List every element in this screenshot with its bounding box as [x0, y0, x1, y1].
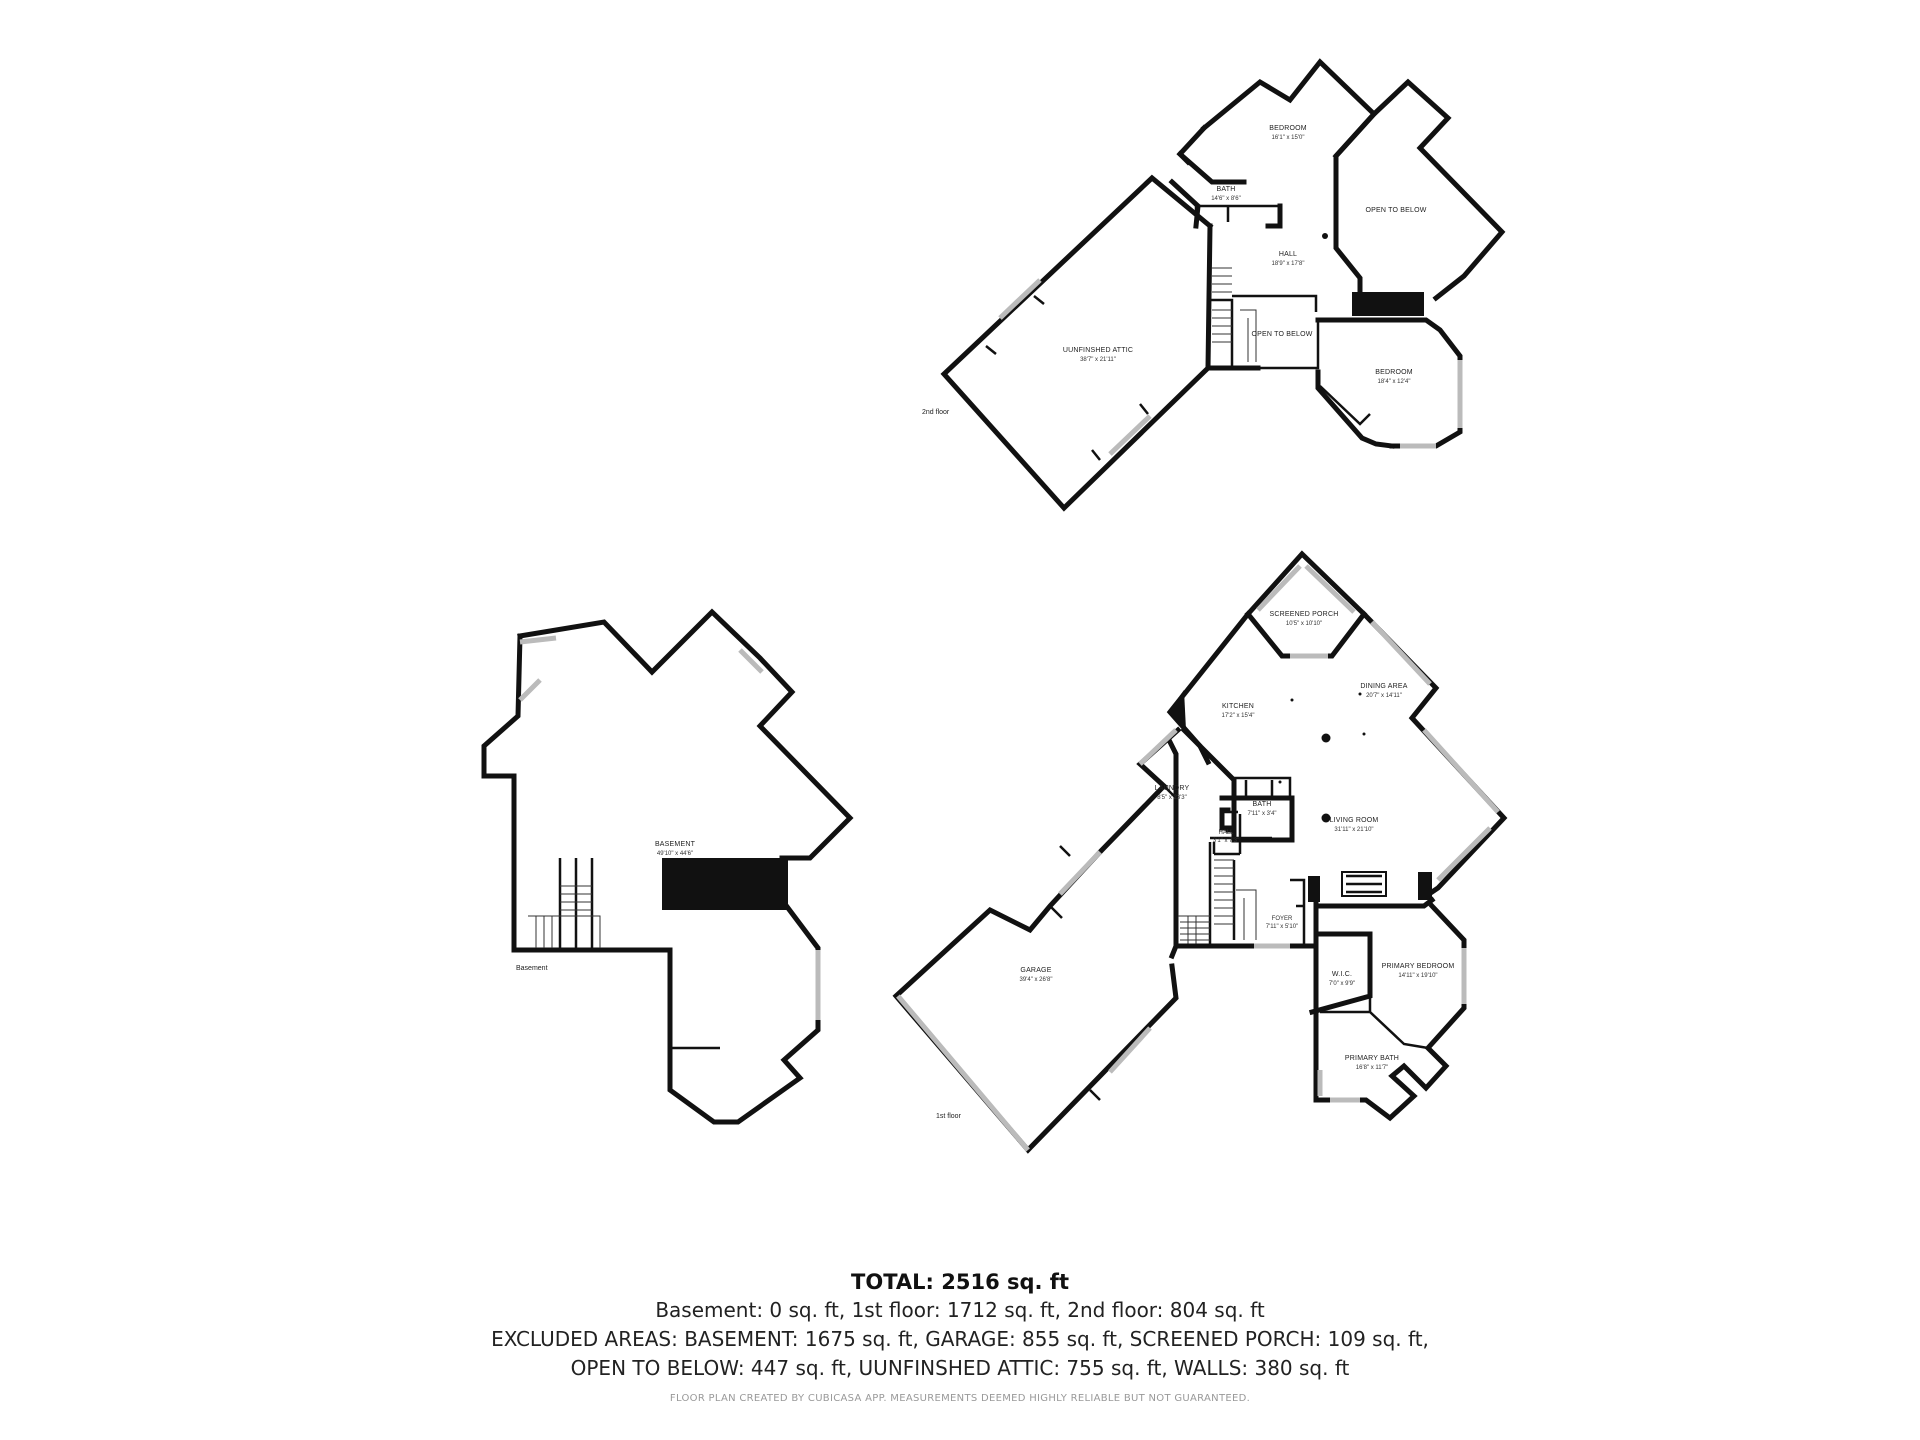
room-bedroom-upper-name: BEDROOM — [1269, 125, 1307, 132]
room-kitchen-dim: 17'2" x 15'4" — [1222, 713, 1255, 719]
room-wic-name: W.I.C. — [1332, 971, 1352, 978]
floor-areas-line: Basement: 0 sq. ft, 1st floor: 1712 sq. … — [655, 1298, 1265, 1322]
room-hall-small-name: HALL — [1218, 830, 1234, 836]
room-living-dim: 31'11" x 21'10" — [1334, 827, 1373, 833]
room-bedroom-upper-dim: 16'1" x 15'0" — [1272, 135, 1305, 141]
room-foyer-name: FOYER — [1272, 916, 1293, 922]
room-bath-main-name: BATH — [1253, 801, 1272, 808]
room-dining-name: DINING AREA — [1360, 683, 1407, 690]
room-primary-bath-name: PRIMARY BATH — [1345, 1055, 1399, 1062]
room-laundry-name: LAUNDRY — [1155, 785, 1190, 792]
room-screened-porch-dim: 10'5" x 10'10" — [1286, 621, 1322, 627]
room-attic-dim: 38'7" x 21'11" — [1080, 357, 1116, 363]
room-foyer-dim: 7'11" x 5'10" — [1266, 924, 1298, 930]
room-wic-dim: 7'0" x 9'9" — [1329, 981, 1355, 987]
room-primary-bath-dim: 16'8" x 11'7" — [1356, 1065, 1388, 1071]
room-hall-small-dim: 3'1" x 7'3" — [1213, 838, 1239, 844]
room-bath-main-dim: 7'11" x 3'4" — [1247, 811, 1276, 817]
room-hall-dim: 18'9" x 17'8" — [1272, 261, 1305, 267]
total-area: TOTAL: 2516 sq. ft — [851, 1270, 1069, 1294]
floor-label-second: 2nd floor — [922, 409, 950, 416]
first-floor-plan: SCREENED PORCH 10'5" x 10'10" DINING ARE… — [892, 550, 1508, 1154]
room-laundry-dim: 8'5" x 23'3" — [1157, 795, 1187, 801]
room-garage-dim: 39'4" x 26'8" — [1020, 977, 1053, 983]
room-kitchen-name: KITCHEN — [1222, 703, 1254, 710]
excluded-areas-line-2: OPEN TO BELOW: 447 sq. ft, UUNFINSHED AT… — [570, 1356, 1350, 1380]
floor-label-first: 1st floor — [936, 1113, 962, 1120]
cubicasa-credit: FLOOR PLAN CREATED BY CUBICASA APP. MEAS… — [669, 1393, 1251, 1404]
excluded-areas-line-1: EXCLUDED AREAS: BASEMENT: 1675 sq. ft, G… — [491, 1327, 1429, 1351]
room-living-name: LIVING ROOM — [1330, 817, 1379, 824]
room-bath-upper-name: BATH — [1217, 186, 1236, 193]
basement-plan: BASEMENT 49'10" x 44'6" Basement — [481, 608, 854, 1125]
second-floor-plan: BEDROOM 16'1" x 15'0" BATH 14'6" x 8'6" … — [922, 58, 1506, 512]
room-basement-dim: 49'10" x 44'6" — [657, 851, 693, 857]
room-screened-porch-name: SCREENED PORCH — [1270, 611, 1339, 618]
room-primary-bedroom-name: PRIMARY BEDROOM — [1382, 963, 1455, 970]
area-summary: TOTAL: 2516 sq. ft Basement: 0 sq. ft, 1… — [0, 1270, 1920, 1404]
room-bath-upper-dim: 14'6" x 8'6" — [1211, 196, 1241, 202]
room-basement-name: BASEMENT — [655, 841, 696, 848]
room-attic-name: UUNFINSHED ATTIC — [1063, 347, 1133, 354]
room-open-to-below-2: OPEN TO BELOW — [1251, 331, 1312, 338]
floor-label-basement: Basement — [516, 965, 548, 972]
room-bedroom-2-dim: 18'4" x 12'4" — [1378, 379, 1411, 385]
room-bedroom-2-name: BEDROOM — [1375, 369, 1413, 376]
room-hall-name: HALL — [1279, 251, 1297, 258]
room-primary-bedroom-dim: 14'11" x 19'10" — [1398, 973, 1437, 979]
room-dining-dim: 20'7" x 14'11" — [1366, 693, 1402, 699]
room-open-to-below-1: OPEN TO BELOW — [1365, 207, 1426, 214]
room-garage-name: GARAGE — [1020, 967, 1051, 974]
